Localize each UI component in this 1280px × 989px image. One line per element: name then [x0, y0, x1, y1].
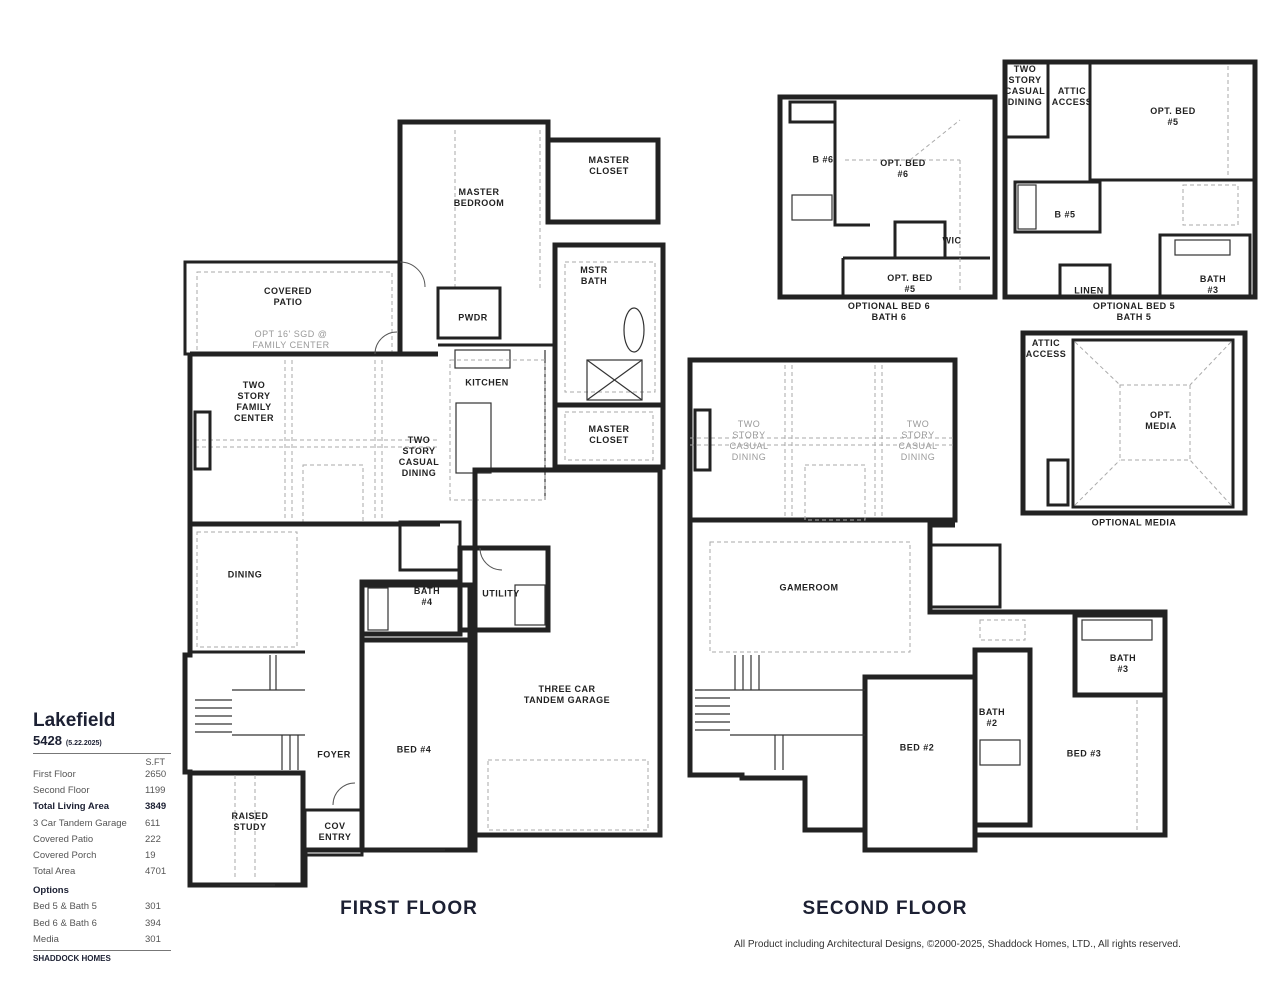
note-opt-sgd: OPT 16' SGD @ FAMILY CENTER [252, 329, 330, 350]
room-foyer: FOYER [317, 749, 351, 760]
room-master-closet-bottom: MASTER CLOSET [588, 424, 630, 445]
room-raised-study: RAISED STUDY [231, 811, 269, 832]
room-dining: DINING [227, 569, 263, 580]
opt5-room-casual: TWO STORY CASUAL DINING [1004, 64, 1046, 107]
room-bed4: BED #4 [396, 744, 432, 755]
room-bath4: BATH #4 [413, 586, 441, 607]
room-master-closet-top: MASTER CLOSET [588, 155, 630, 176]
opt5-room-opt-bed5: OPT. BED #5 [1150, 106, 1196, 127]
media-caption: OPTIONAL MEDIA [1091, 517, 1177, 528]
opt6-room-b6: B #6 [812, 154, 834, 165]
opt5-caption: OPTIONAL BED 5 BATH 5 [1092, 301, 1176, 322]
room-kitchen: KITCHEN [465, 377, 509, 388]
media-room-opt-media: OPT. MEDIA [1145, 410, 1177, 431]
opt5-room-bath3: BATH #3 [1199, 274, 1227, 295]
sqft-header: S.FT [145, 757, 166, 767]
opt6-room-wic: WIC [942, 235, 962, 246]
room-mstr-bath: MSTR BATH [580, 265, 608, 286]
second-floor-title: SECOND FLOOR [802, 898, 968, 919]
option-bed6-plan [777, 94, 998, 300]
room-garage: THREE CAR TANDEM GARAGE [523, 684, 611, 705]
room-gameroom: GAMEROOM [779, 582, 839, 593]
room-covered-patio: COVERED PATIO [263, 286, 313, 307]
area-summary: Lakefield 5428(5.22.2025) S.FT First Flo… [33, 710, 171, 963]
plan-date: (5.22.2025) [65, 740, 102, 747]
second-floor-plan [687, 357, 1168, 853]
room-master-bedroom: MASTER BEDROOM [453, 187, 505, 208]
room-casual-dining: TWO STORY CASUAL DINING [398, 435, 440, 478]
divider [33, 753, 171, 754]
first-floor-title: FIRST FLOOR [340, 898, 478, 919]
opt5-room-linen: LINEN [1074, 285, 1104, 296]
room-cov-entry: COV ENTRY [318, 821, 352, 842]
opt5-room-b5: B #5 [1054, 209, 1076, 220]
builder-name: SHADDOCK HOMES [33, 949, 171, 963]
room-bath2: BATH #2 [978, 707, 1006, 728]
first-floor-plan [182, 119, 666, 888]
option-bed5-plan [1002, 59, 1258, 300]
options-header: Options [33, 885, 69, 897]
media-room-attic: ATTIC ACCESS [1025, 338, 1067, 359]
room-pwdr: PWDR [458, 312, 488, 323]
room-bed3: BED #3 [1066, 748, 1102, 759]
room-casual-dining-left: TWO STORY CASUAL DINING [729, 419, 769, 462]
plan-number: 5428 [33, 733, 62, 748]
opt5-room-attic: ATTIC ACCESS [1051, 86, 1093, 107]
room-family-center: TWO STORY FAMILY CENTER [233, 380, 275, 423]
room-bath3: BATH #3 [1109, 653, 1137, 674]
opt6-caption: OPTIONAL BED 6 BATH 6 [847, 301, 931, 322]
plan-name: Lakefield [33, 710, 116, 731]
opt6-room-opt-bed5: OPT. BED #5 [887, 273, 933, 294]
room-casual-dining-right: TWO STORY CASUAL DINING [898, 419, 938, 462]
copyright-notice: All Product including Architectural Desi… [734, 939, 1181, 950]
option-media-plan [1020, 330, 1248, 516]
opt6-room-opt-bed6: OPT. BED #6 [880, 158, 926, 179]
room-bed2: BED #2 [899, 742, 935, 753]
room-utility: UTILITY [482, 588, 520, 599]
